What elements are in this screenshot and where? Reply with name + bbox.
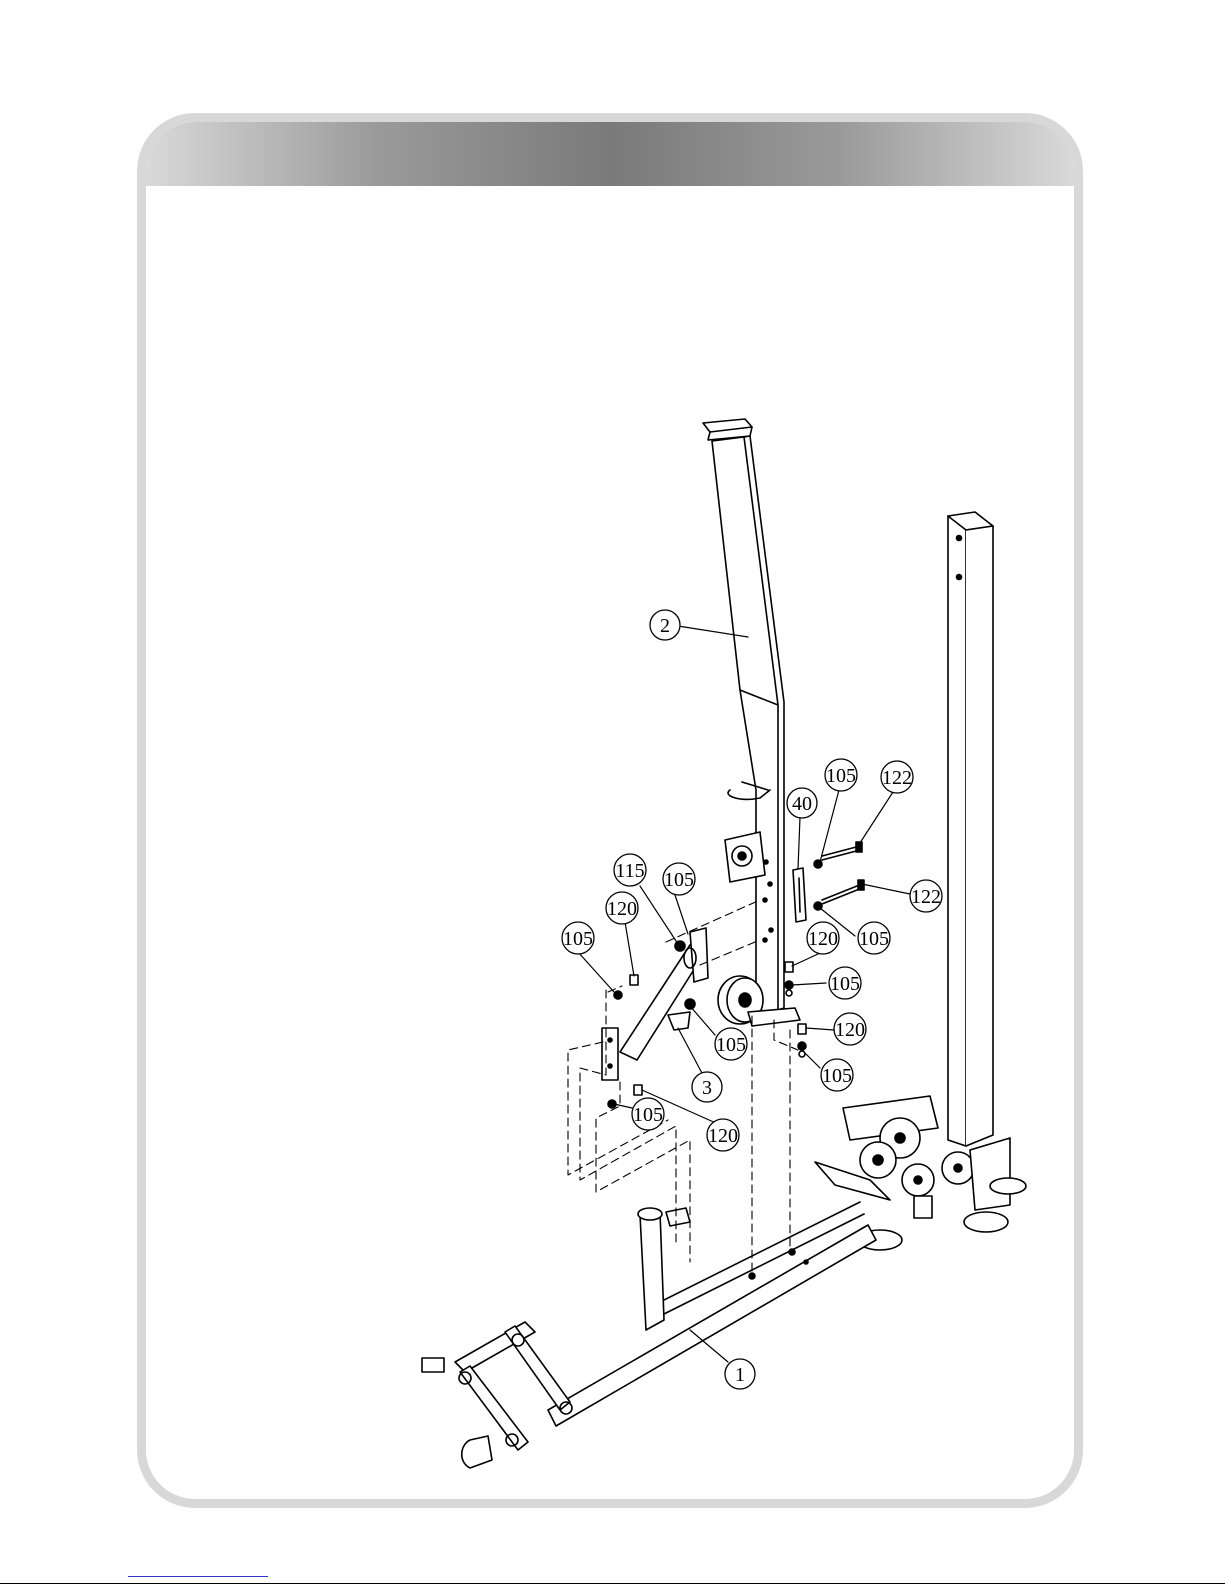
upright-post-2 — [703, 419, 800, 1026]
callout-label-40: 40 — [792, 793, 812, 815]
callout-label-122: 122 — [882, 767, 912, 789]
callout-label-122: 122 — [911, 886, 941, 908]
callout-label-105: 105 — [859, 928, 889, 950]
callout-label-105: 105 — [826, 765, 856, 787]
bracket-3 — [602, 928, 708, 1108]
callout-label-105: 105 — [716, 1034, 746, 1056]
base-carriage — [815, 1096, 1026, 1250]
callout-label-3: 3 — [702, 1077, 712, 1099]
callout-label-1: 1 — [735, 1364, 745, 1386]
bolts-122 — [814, 842, 864, 910]
callout-label-115: 115 — [615, 860, 644, 882]
callout-label-105: 105 — [822, 1065, 852, 1087]
bottom-rule — [0, 1583, 1225, 1584]
callout-label-120: 120 — [835, 1019, 865, 1041]
callout-label-120: 120 — [708, 1125, 738, 1147]
callout-label-2: 2 — [660, 615, 670, 637]
footer-link-underline — [128, 1576, 268, 1577]
callout-label-105: 105 — [563, 928, 593, 950]
callout-label-120: 120 — [607, 898, 637, 920]
callout-label-105: 105 — [633, 1104, 663, 1126]
plate-40 — [793, 868, 806, 922]
callout-label-120: 120 — [808, 928, 838, 950]
base-frame-1 — [422, 1202, 876, 1468]
right-upright — [948, 512, 993, 1146]
callout-label-105: 105 — [664, 869, 694, 891]
callout-label-105: 105 — [830, 973, 860, 995]
